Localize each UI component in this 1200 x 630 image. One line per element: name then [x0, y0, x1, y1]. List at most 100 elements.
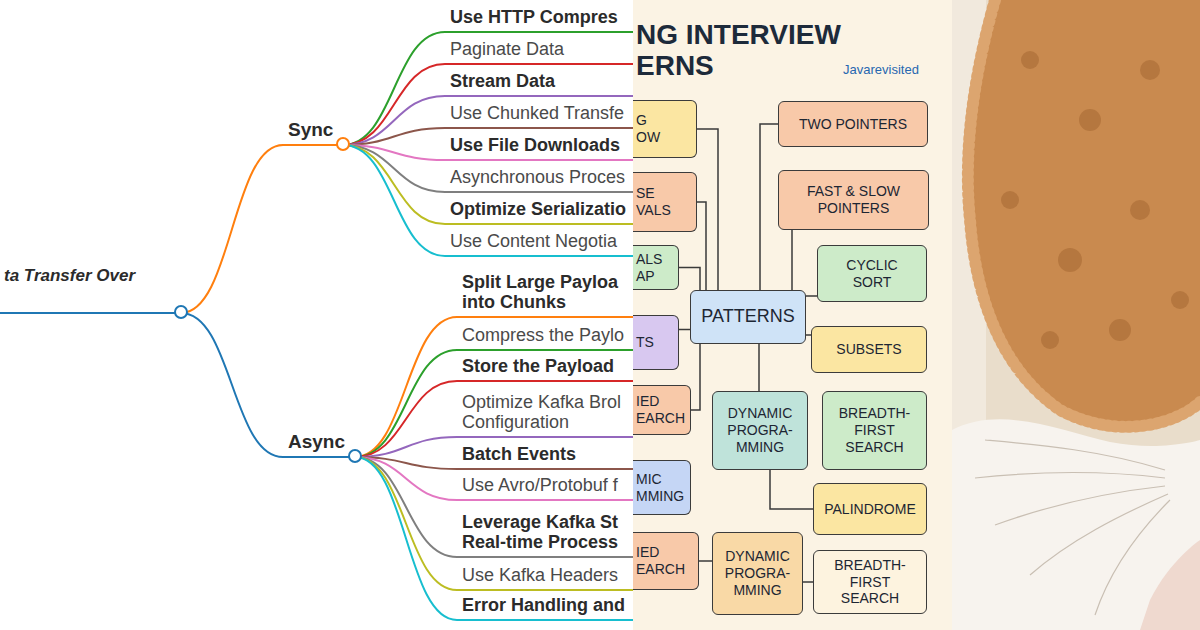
node-label: SUBSETS: [836, 341, 901, 358]
tree-connector: [699, 560, 712, 562]
root-topic: ta Transfer Over: [0, 266, 181, 314]
leaf-topic: Use Content Negotia: [445, 231, 633, 257]
watermark: Javarevisited: [843, 62, 919, 78]
node-label: TS: [636, 334, 654, 351]
pattern-box: BREADTH- FIRST SEARCH: [813, 550, 927, 614]
node-label: Use Kafka Headers: [462, 565, 618, 586]
panel-title: NG INTERVIEW ERNS: [636, 20, 851, 82]
leaf-topic: Error Handling and: [457, 595, 633, 621]
node-label: Split Large Payloa into Chunks: [462, 272, 633, 313]
branch-circle: [336, 137, 350, 151]
leaf-topic: Store the Payload: [457, 356, 633, 382]
leaf-topic: Use File Downloads: [445, 135, 633, 161]
branch-curve: [343, 32, 445, 145]
pattern-box: SUBSETS: [811, 326, 927, 373]
pattern-box: G OW: [633, 100, 697, 158]
branch-curve: [355, 457, 457, 620]
pattern-box: DYNAMIC PROGRA- MMING: [712, 391, 808, 470]
fluff-texture: [1001, 51, 1189, 349]
pattern-box: MIC MMING: [633, 460, 691, 515]
leaf-topic: Use Kafka Headers: [457, 565, 633, 591]
node-label: G OW: [636, 112, 660, 146]
pattern-box: ALS AP: [633, 245, 679, 290]
branch-curve: [355, 457, 457, 590]
node-label: MIC MMING: [636, 471, 684, 505]
tree-connector: [803, 581, 813, 583]
node-label: Error Handling and: [462, 595, 625, 616]
branch-curve: [355, 457, 457, 557]
branch-topic: Sync: [283, 119, 343, 146]
node-label: Use Chunked Transfe: [450, 103, 624, 124]
branch-curve: [355, 317, 457, 457]
branch-curve: [343, 64, 445, 145]
node-label: Store the Payload: [462, 356, 614, 377]
cat-fur: [952, 419, 1200, 630]
node-label: IED EARCH: [636, 393, 685, 427]
node-label: Async: [288, 431, 345, 453]
leaf-topic: Stream Data: [445, 71, 633, 97]
branch-circle: [348, 449, 362, 463]
node-label: Use Avro/Protobuf f: [462, 475, 618, 496]
pattern-box: FAST & SLOW POINTERS: [778, 170, 929, 230]
node-label: Use File Downloads: [450, 135, 620, 156]
tree-connector: [758, 344, 760, 391]
branch-curve: [355, 350, 457, 457]
fur-shadow: [1140, 540, 1200, 630]
tree-connector: [679, 268, 700, 291]
node-label: Sync: [288, 119, 333, 141]
orange-fluffy-hat: [968, 0, 1200, 427]
node-label: DYNAMIC PROGRA- MMING: [725, 548, 790, 598]
node-label: BREADTH- FIRST SEARCH: [839, 405, 911, 455]
leaf-topic: Use Avro/Protobuf f: [457, 475, 633, 501]
leaf-topic: Asynchronous Proces: [445, 167, 633, 193]
leaf-topic: Optimize Kafka Brol Configuration: [457, 392, 633, 438]
branch-curve: [343, 96, 445, 145]
whiskers: [975, 440, 1170, 615]
branch-topic: Async: [283, 431, 355, 458]
leaf-topic: Use Chunked Transfe: [445, 103, 633, 129]
node-label: IED EARCH: [636, 544, 685, 578]
node-label: PALINDROME: [824, 501, 916, 518]
central-pattern-box: PATTERNS: [690, 290, 806, 344]
pattern-box: BREADTH- FIRST SEARCH: [822, 391, 927, 470]
node-label: CYCLIC SORT: [846, 257, 897, 291]
node-label: ta Transfer Over: [4, 266, 135, 286]
leaf-topic: Optimize Serializatio: [445, 199, 633, 225]
branch-curve: [343, 145, 445, 256]
branch-curve: [181, 313, 283, 457]
leaf-topic: Split Large Payloa into Chunks: [457, 272, 633, 318]
branch-curve: [181, 145, 283, 313]
node-label: Stream Data: [450, 71, 555, 92]
tree-connector: [791, 230, 793, 290]
tree-connector: [691, 344, 700, 410]
pattern-box: IED EARCH: [633, 532, 699, 590]
tree-connector: [806, 295, 817, 297]
pattern-box: DYNAMIC PROGRA- MMING: [712, 532, 803, 615]
branch-circle: [174, 305, 188, 319]
leaf-topic: Batch Events: [457, 444, 633, 470]
branch-curve: [343, 128, 445, 145]
pattern-box: TWO POINTERS: [778, 101, 928, 147]
leaf-topic: Use HTTP Compres: [445, 7, 633, 33]
pattern-box: PALINDROME: [813, 483, 927, 535]
node-label: TWO POINTERS: [799, 116, 907, 133]
tree-connector: [697, 202, 706, 290]
node-label: DYNAMIC PROGRA- MMING: [727, 405, 792, 455]
node-label: BREADTH- FIRST SEARCH: [834, 557, 906, 607]
tree-connector: [760, 124, 778, 290]
fluff-edge: [968, 0, 1200, 427]
node-label: Optimize Serializatio: [450, 199, 626, 220]
leaf-topic: Leverage Kafka St Real-time Process: [457, 512, 633, 558]
node-label: Batch Events: [462, 444, 576, 465]
branch-curve: [343, 145, 445, 224]
tree-connector: [770, 470, 813, 509]
leaf-topic: Compress the Paylo: [457, 325, 633, 351]
photo-wall: [952, 0, 1200, 630]
patterns-panel: [633, 0, 952, 630]
node-label: Paginate Data: [450, 39, 564, 60]
pattern-box: CYCLIC SORT: [817, 245, 927, 302]
mindmap-panel: [0, 0, 633, 630]
node-label: ALS AP: [636, 251, 662, 285]
node-label: FAST & SLOW POINTERS: [787, 183, 920, 217]
pattern-box: SE VALS: [633, 172, 697, 232]
